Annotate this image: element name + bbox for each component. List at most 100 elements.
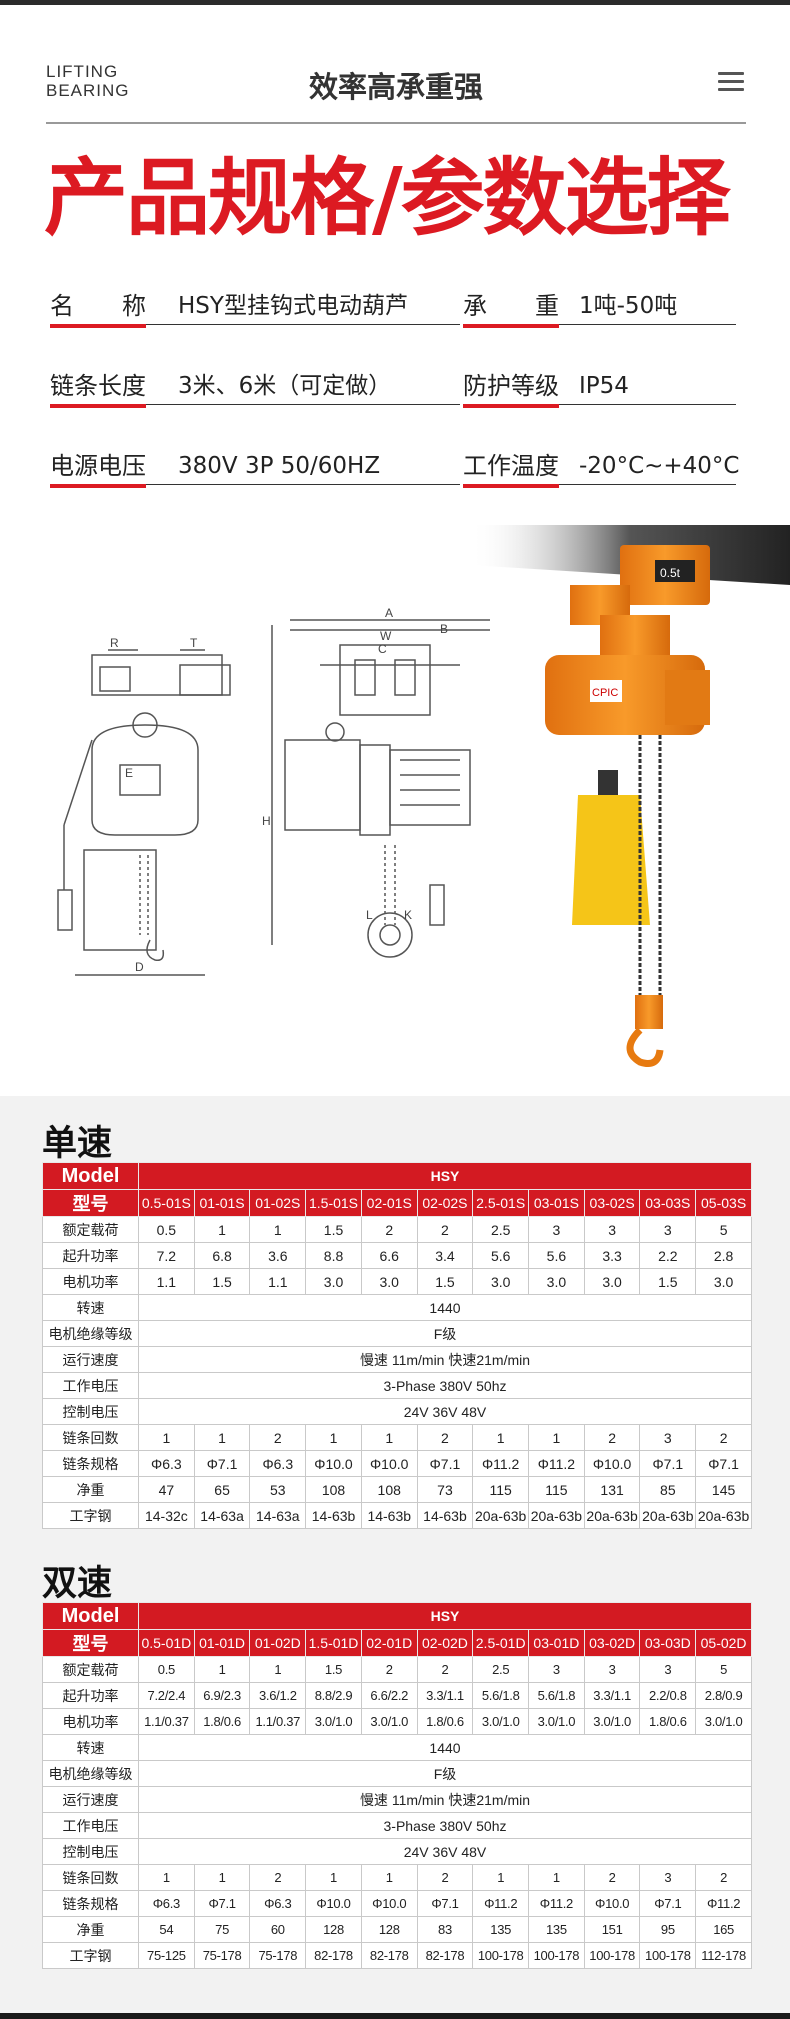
value-cell: 6.8: [193, 1242, 251, 1269]
row-label-cell: 控制电压: [42, 1398, 139, 1425]
value-cell: Φ6.3: [249, 1450, 307, 1477]
hoist-photo: 0.5t CPIC: [470, 525, 790, 1067]
model-cell: 2.5-01S: [472, 1189, 530, 1217]
value-cell: 1.5: [305, 1216, 362, 1243]
dim-label-w: W: [380, 629, 392, 643]
merged-value-cell: 3-Phase 380V 50hz: [138, 1812, 752, 1839]
value-cell: 128: [305, 1916, 362, 1943]
value-cell: 2: [416, 1216, 474, 1243]
type-label-cell: 型号: [42, 1629, 139, 1657]
row-label-cell: 额定载荷: [42, 1216, 139, 1243]
value-cell: 3: [528, 1656, 585, 1683]
row-label-cell: 起升功率: [42, 1682, 139, 1709]
menu-icon[interactable]: [718, 72, 744, 92]
value-cell: Φ10.0: [583, 1890, 641, 1917]
row-label-cell: 工作电压: [42, 1812, 139, 1839]
value-cell: 3.6/1.2: [249, 1682, 307, 1709]
diagram-labels: A B R T C W E H D L K: [110, 606, 448, 974]
row-label-cell: 链条回数: [42, 1864, 139, 1891]
value-cell: 1: [193, 1216, 251, 1243]
value-cell: 2: [583, 1424, 641, 1451]
model-cell: 03-01S: [528, 1189, 585, 1217]
value-cell: 108: [360, 1476, 418, 1503]
value-cell: 82-178: [360, 1942, 418, 1969]
value-cell: Φ7.1: [416, 1890, 474, 1917]
value-cell: 1: [528, 1424, 585, 1451]
value-cell: 3.0/1.0: [583, 1708, 641, 1735]
value-cell: 75-178: [193, 1942, 251, 1969]
single-speed-title: 单速: [42, 1124, 113, 1164]
brand-logo: LIFTING BEARING: [46, 62, 130, 100]
model-cell: 2.5-01D: [472, 1629, 530, 1657]
value-cell: 3.6: [249, 1242, 307, 1269]
value-cell: 20a-63b: [695, 1502, 752, 1529]
value-cell: 5.6: [528, 1242, 585, 1269]
value-cell: 3.0/1.0: [305, 1708, 362, 1735]
value-cell: 3.0/1.0: [360, 1708, 418, 1735]
value-cell: 20a-63b: [639, 1502, 697, 1529]
value-cell: 3.4: [416, 1242, 474, 1269]
value-cell: 73: [416, 1476, 474, 1503]
merged-value-cell: 1440: [138, 1294, 752, 1321]
value-cell: Φ11.2: [695, 1890, 752, 1917]
value-cell: 128: [360, 1916, 418, 1943]
value-cell: 3: [583, 1656, 641, 1683]
row-label-cell: 电机功率: [42, 1268, 139, 1295]
model-cell: 03-03S: [639, 1189, 697, 1217]
spec-row-name: 名 称 HSY型挂钩式电动葫芦 承 重 1吨-50吨: [50, 290, 736, 328]
value-cell: 1.1: [138, 1268, 195, 1295]
value-cell: 2: [695, 1424, 752, 1451]
dim-label-b: B: [440, 622, 448, 636]
page-title: 产品规格/参数选择: [44, 149, 731, 247]
value-cell: 1: [249, 1656, 307, 1683]
value-cell: 115: [528, 1476, 585, 1503]
merged-value-cell: 慢速 11m/min 快速21m/min: [138, 1346, 752, 1373]
row-label-cell: 工作电压: [42, 1372, 139, 1399]
value-cell: 20a-63b: [528, 1502, 585, 1529]
value-cell: 1.8/0.6: [193, 1708, 251, 1735]
value-cell: 75: [193, 1916, 251, 1943]
value-cell: 14-63a: [193, 1502, 251, 1529]
value-cell: 1: [472, 1424, 530, 1451]
value-cell: 2.2: [639, 1242, 697, 1269]
model-cell: 01-01S: [193, 1189, 251, 1217]
value-cell: Φ10.0: [305, 1450, 362, 1477]
value-cell: 0.5: [138, 1216, 195, 1243]
spec-temp-value: -20°C~+40°C: [579, 453, 740, 479]
product-diagram: A B R T C W E H D L K 0.5t CPIC: [57, 525, 790, 1067]
page-header: LIFTING BEARING 效率高承重强: [46, 40, 746, 124]
value-cell: Φ7.1: [193, 1890, 251, 1917]
dim-label-c: C: [378, 642, 387, 656]
spec-protect-value: IP54: [579, 373, 629, 399]
dim-label-l: L: [366, 908, 373, 922]
value-cell: 3.0: [305, 1268, 362, 1295]
model-cell: 03-02D: [583, 1629, 641, 1657]
value-cell: 6.9/2.3: [193, 1682, 251, 1709]
value-cell: 135: [528, 1916, 585, 1943]
brand-line-1: LIFTING: [46, 62, 119, 81]
value-cell: 1.5: [305, 1656, 362, 1683]
value-cell: Φ10.0: [360, 1450, 418, 1477]
value-cell: 5.6/1.8: [528, 1682, 585, 1709]
spec-power-label: 电源电压: [50, 450, 146, 488]
dim-label-r: R: [110, 636, 119, 650]
value-cell: 2.5: [472, 1656, 530, 1683]
value-cell: 1: [305, 1424, 362, 1451]
row-label-cell: 链条规格: [42, 1890, 139, 1917]
model-cell: 01-02D: [249, 1629, 307, 1657]
merged-value-cell: 1440: [138, 1734, 752, 1761]
row-label-cell: 运行速度: [42, 1346, 139, 1373]
value-cell: 82-178: [416, 1942, 474, 1969]
value-cell: Φ7.1: [639, 1450, 697, 1477]
value-cell: Φ7.1: [416, 1450, 474, 1477]
